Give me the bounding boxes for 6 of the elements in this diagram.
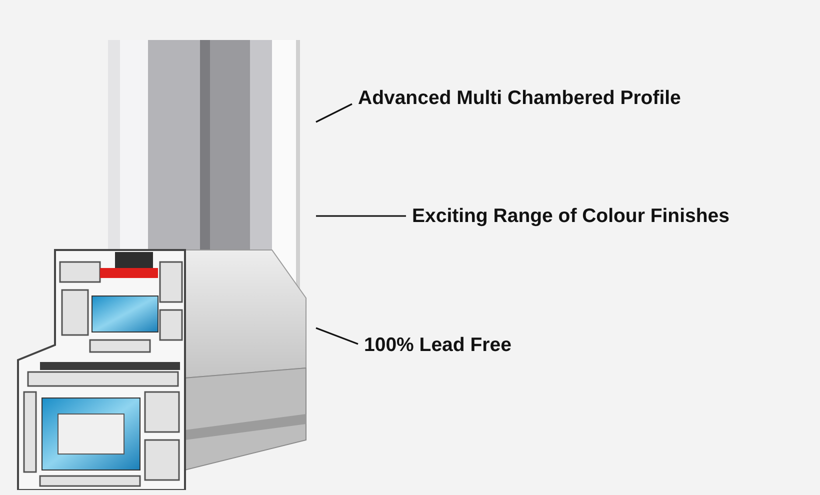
leader-line: [316, 215, 406, 217]
callout-text: 100% Lead Free: [364, 333, 512, 357]
callout-text: Exciting Range of Colour Finishes: [412, 204, 730, 228]
callout-text: Advanced Multi Chambered Profile: [358, 86, 681, 110]
leader-line: [316, 103, 352, 123]
leader-line: [316, 327, 358, 345]
